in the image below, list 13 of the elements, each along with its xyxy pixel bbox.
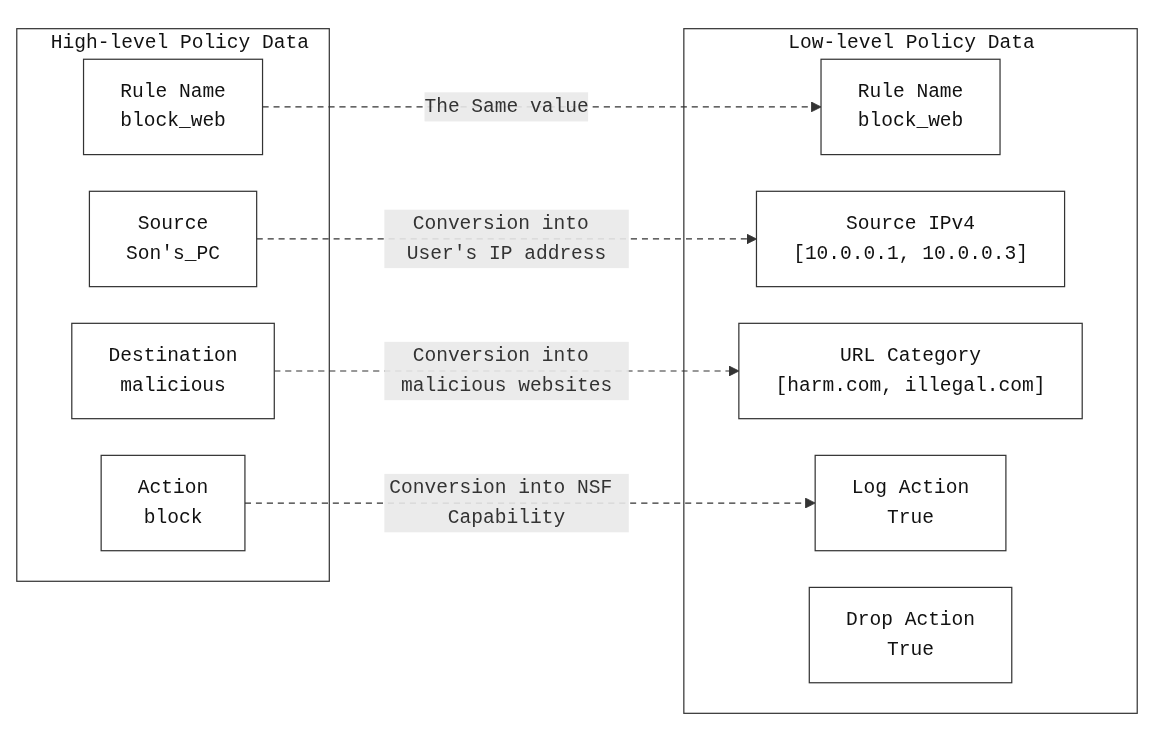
node-box: Drop Action True: [808, 586, 1012, 683]
node-box: URL Category [harm.com, illegal.com]: [737, 322, 1083, 419]
node-box: Rule Name block_web: [82, 58, 263, 155]
edge-label: Conversion into malicious websites: [400, 344, 612, 397]
node-box: Action block: [100, 454, 246, 551]
node-box: Source IPv4 [10.0.0.1, 10.0.0.3]: [755, 190, 1065, 287]
node-box: Log Action True: [814, 454, 1006, 551]
edge-label: The Same value: [423, 95, 589, 118]
node-box: Rule Name block_web: [819, 58, 1001, 155]
node-box: Source Son's_PC: [88, 190, 257, 287]
edge-label: Conversion into NSF Capability: [388, 476, 612, 529]
node-box: Destination malicious: [70, 322, 275, 419]
edge-label: Conversion into User's IP address: [406, 212, 606, 265]
